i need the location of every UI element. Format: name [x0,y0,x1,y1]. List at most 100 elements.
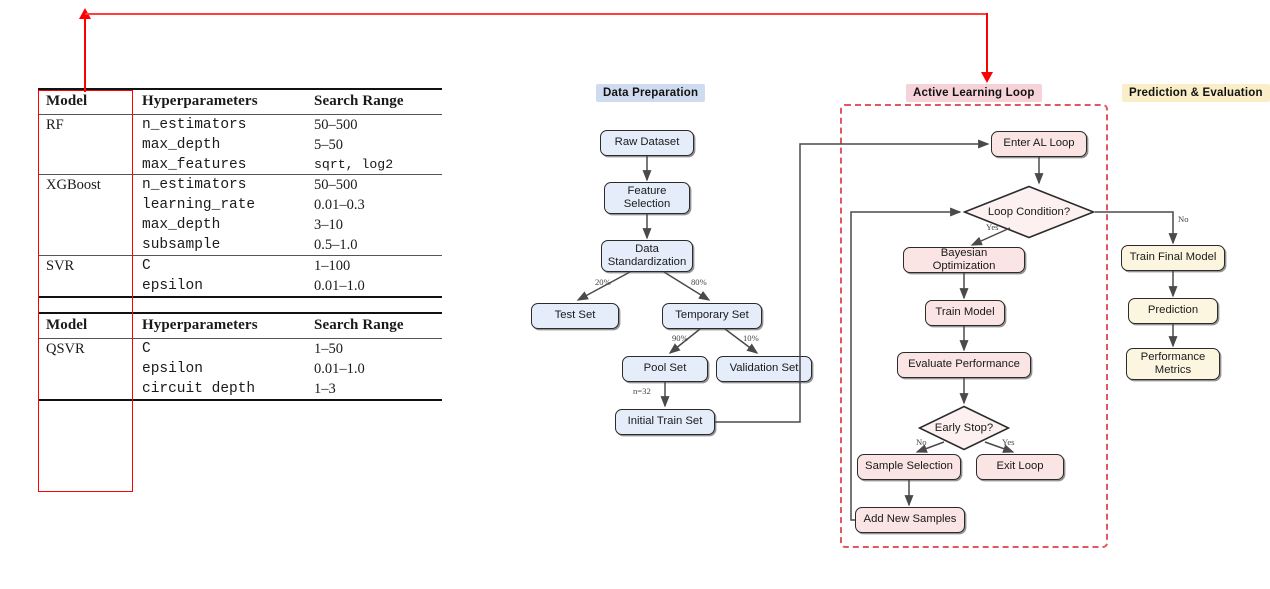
cell-range: 1–100 [314,257,351,274]
table-row: epsilon 0.01–1.0 [38,359,442,379]
red-arrowhead-down-icon [981,72,993,83]
cell-model: XGBoost [46,176,101,193]
node-enter-al-loop[interactable]: Enter AL Loop [991,131,1087,157]
cell-param: learning_rate [142,196,256,213]
cell-param: epsilon [142,277,203,294]
cell-param: n_estimators [142,116,247,133]
node-early-stop[interactable]: Early Stop? [918,405,1010,451]
node-evaluate-performance[interactable]: Evaluate Performance [897,352,1031,378]
cell-range: 0.01–1.0 [314,277,365,294]
node-train-model[interactable]: Train Model [925,300,1005,326]
table-row: learning_rate 0.01–0.3 [38,195,442,215]
table-row: XGBoost n_estimators 50–500 [38,175,442,195]
red-connector-horizontal [85,13,988,15]
edge-label-temporary-split: 80% [691,277,707,287]
edge-label-test-split: 20% [595,277,611,287]
th-hyperparameters: Hyperparameters [142,93,258,109]
cell-range: 50–500 [314,176,358,193]
node-feature-selection[interactable]: Feature Selection [604,182,690,214]
cell-model: QSVR [46,340,85,357]
edge-standardization-to-temporary [663,271,711,301]
section-badge-data-preparation: Data Preparation [596,84,706,102]
edge-label-validation-split: 10% [743,333,759,343]
table-rule-mid [38,255,442,256]
edge-label-initial-n: n=32 [633,386,651,396]
node-line-2: Metrics [1154,364,1192,376]
cell-range: 0.5–1.0 [314,236,358,253]
edge-early-stop-no-to-sample-selection [915,441,945,453]
active-learning-loop-boundary [840,104,1108,548]
node-line-2: Standardization [607,256,687,268]
node-bayesian-optimization[interactable]: Bayesian Optimization [903,247,1025,273]
table-row: RF n_estimators 50–500 [38,115,442,135]
edge-loop-condition-no-to-train-final [1095,211,1178,245]
table-rule-mid [38,174,442,175]
cell-range: 5–50 [314,136,343,153]
table-header-row: Model Hyperparameters Search Range [38,314,442,339]
node-data-standardization[interactable]: Data Standardization [601,240,693,272]
cell-param: circuit depth [142,380,256,397]
diamond-shape-icon [918,405,1010,451]
table-header-row: Model Hyperparameters Search Range [38,90,442,115]
th-search-range: Search Range [314,93,404,109]
table-row: SVR C 1–100 [38,256,442,276]
node-train-final-model[interactable]: Train Final Model [1121,245,1225,271]
node-performance-metrics[interactable]: Performance Metrics [1126,348,1220,380]
table-row: max_depth 5–50 [38,135,442,155]
cell-range: 1–3 [314,380,336,397]
table-row: epsilon 0.01–1.0 [38,276,442,297]
table-rule-mid [38,114,442,115]
th-hyperparameters: Hyperparameters [142,317,258,333]
red-arrow-shaft-down [986,13,989,75]
cell-param: max_depth [142,216,221,233]
cell-model: SVR [46,257,75,274]
node-raw-dataset[interactable]: Raw Dataset [600,130,694,156]
node-prediction[interactable]: Prediction [1128,298,1218,324]
cell-range: 0.01–1.0 [314,360,365,377]
node-sample-selection[interactable]: Sample Selection [857,454,961,480]
classical-hyperparameter-table: Model Hyperparameters Search Range RF n_… [38,88,442,299]
node-temporary-set[interactable]: Temporary Set [662,303,762,329]
node-line-2: Selection [623,198,671,210]
edge-label-pool-split: 90% [672,333,688,343]
th-search-range: Search Range [314,317,404,333]
edge-label-early-yes: Yes [1002,437,1015,447]
cell-param: subsample [142,236,221,253]
table-row: circuit depth 1–3 [38,379,442,400]
cell-range: sqrt, log2 [314,156,394,172]
section-badge-prediction-evaluation: Prediction & Evaluation [1122,84,1270,102]
cell-param: C [142,257,151,274]
red-arrow-shaft-vertical [84,14,87,92]
node-test-set[interactable]: Test Set [531,303,619,329]
section-badge-active-learning-loop: Active Learning Loop [906,84,1042,102]
cell-param: max_depth [142,136,221,153]
th-model: Model [46,317,88,333]
edge-label-loop-yes: Yes [986,222,999,232]
node-initial-train-set[interactable]: Initial Train Set [615,409,715,435]
node-loop-condition[interactable]: Loop Condition? [963,185,1095,239]
cell-param: epsilon [142,360,203,377]
edge-loop-condition-yes-to-bayesian [970,227,1011,246]
table-row: max_features sqrt, log2 [38,155,442,175]
node-validation-set[interactable]: Validation Set [716,356,812,382]
node-line-1: Data [635,242,659,255]
edge-add-new-samples-to-loop-condition [850,207,962,521]
node-add-new-samples[interactable]: Add New Samples [855,507,965,533]
edge-label-early-no: No [916,437,927,447]
table-rule-mid [38,338,442,339]
node-line-1: Feature [627,184,667,197]
cell-range: 1–50 [314,340,343,357]
th-model: Model [46,93,88,109]
cell-range: 3–10 [314,216,343,233]
node-label: Early Stop? [934,422,994,434]
node-exit-loop[interactable]: Exit Loop [976,454,1064,480]
node-label: Loop Condition? [987,206,1071,218]
quantum-hyperparameter-table: Model Hyperparameters Search Range QSVR … [38,312,442,402]
cell-param: C [142,340,151,357]
node-line-1: Performance [1140,350,1206,363]
diamond-shape-icon [963,185,1095,239]
node-pool-set[interactable]: Pool Set [622,356,708,382]
edge-label-loop-no: No [1178,214,1189,224]
